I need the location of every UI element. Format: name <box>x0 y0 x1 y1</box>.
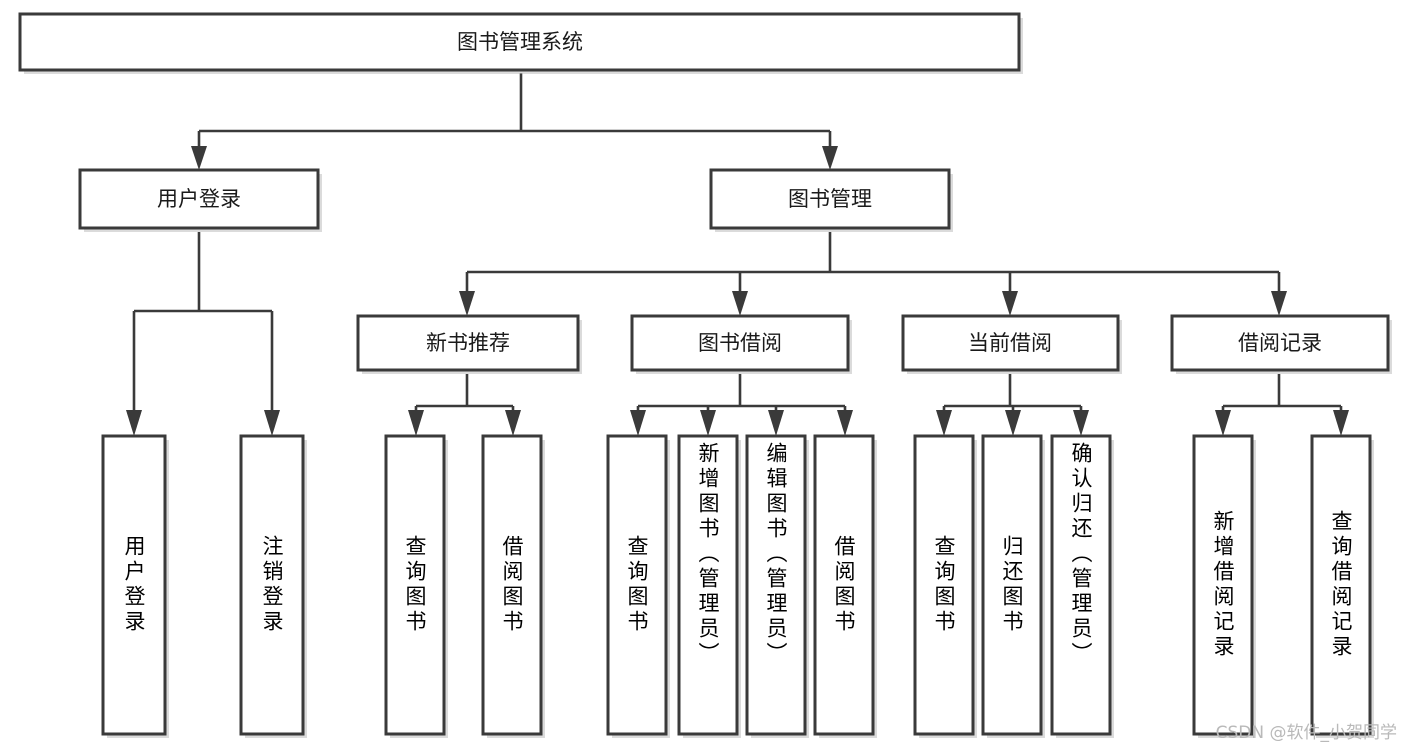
node-leaf-query-book-3[interactable] <box>913 434 977 738</box>
arrow-head-book-borrow <box>732 291 748 316</box>
node-current-borrow-label: 当前借阅 <box>968 331 1052 355</box>
node-leaf-query-book-1-box[interactable] <box>384 434 446 736</box>
node-leaf-borrow-book-1[interactable] <box>481 434 545 738</box>
node-leaf-query-book-2[interactable] <box>606 434 670 738</box>
arrow-head-leaf-add-book <box>700 410 716 436</box>
node-root[interactable]: 图书管理系统 <box>18 12 1023 74</box>
arrow-head-leaf-user-login <box>126 410 142 436</box>
node-new-book-rec-box[interactable] <box>356 314 580 372</box>
arrow-head-leaf-borrow-book-2 <box>837 410 853 436</box>
node-book-manage-box[interactable] <box>709 168 951 230</box>
node-leaf-add-book[interactable] <box>677 434 741 738</box>
node-leaf-query-record-label: 查询借阅记录 <box>1329 510 1353 660</box>
leaf-label-layer: 用户登录 注销登录 查询图书 借阅图书 查询图书 <box>122 442 1353 667</box>
node-leaf-return-book[interactable] <box>981 434 1045 738</box>
arrow-head-leaf-edit-book <box>768 410 784 436</box>
node-root-box[interactable] <box>18 12 1021 72</box>
node-new-book-rec-label: 新书推荐 <box>426 331 510 355</box>
node-leaf-add-record[interactable] <box>1192 434 1256 738</box>
node-leaf-user-login-box[interactable] <box>101 434 167 736</box>
node-book-manage-label: 图书管理 <box>788 187 872 211</box>
arrow-head-leaf-return-book <box>1005 410 1021 436</box>
node-leaf-borrow-book-2-label: 借阅图书 <box>832 535 856 635</box>
node-leaf-add-book-box[interactable] <box>677 434 739 736</box>
node-leaf-logout-box[interactable] <box>239 434 305 736</box>
node-leaf-confirm-return-box[interactable] <box>1050 434 1112 736</box>
arrow-head-leaf-query-book-2 <box>630 410 646 436</box>
node-leaf-logout[interactable] <box>239 434 307 738</box>
node-leaf-edit-book[interactable] <box>745 434 809 738</box>
arrow-head-current-borrow <box>1002 291 1018 316</box>
node-leaf-query-book-2-box[interactable] <box>606 434 668 736</box>
node-leaf-query-book-1-label: 查询图书 <box>403 535 427 635</box>
node-leaf-query-record-box[interactable] <box>1310 434 1372 736</box>
node-book-borrow[interactable]: 图书借阅 <box>630 314 852 374</box>
node-book-borrow-box[interactable] <box>630 314 850 372</box>
node-current-borrow-box[interactable] <box>901 314 1120 372</box>
node-new-book-rec[interactable]: 新书推荐 <box>356 314 582 374</box>
node-leaf-query-record[interactable] <box>1310 434 1374 738</box>
arrow-head-leaf-query-book-1 <box>408 410 424 436</box>
node-borrow-record[interactable]: 借阅记录 <box>1170 314 1392 374</box>
arrow-head-leaf-query-book-3 <box>936 410 952 436</box>
arrow-head-leaf-add-record <box>1215 410 1231 436</box>
node-borrow-record-box[interactable] <box>1170 314 1390 372</box>
node-leaf-add-book-label: 新增图书（管理员） <box>696 442 720 667</box>
node-leaf-logout-label: 注销登录 <box>260 535 284 635</box>
node-leaf-user-login[interactable] <box>101 434 169 738</box>
node-leaf-return-book-box[interactable] <box>981 434 1043 736</box>
arrow-head-leaf-query-record <box>1333 410 1349 436</box>
connector-layer <box>126 73 1349 436</box>
node-user-login-label: 用户登录 <box>157 187 241 211</box>
node-leaf-borrow-book-1-box[interactable] <box>481 434 543 736</box>
node-leaf-borrow-book-1-label: 借阅图书 <box>500 535 524 635</box>
node-leaf-edit-book-label: 编辑图书（管理员） <box>764 442 788 667</box>
node-current-borrow[interactable]: 当前借阅 <box>901 314 1122 374</box>
node-book-borrow-label: 图书借阅 <box>698 331 782 355</box>
node-leaf-confirm-return[interactable] <box>1050 434 1114 738</box>
node-layer: 图书管理系统 用户登录 图书管理 新书推荐 <box>18 12 1392 738</box>
arrow-head-leaf-borrow-book-1 <box>505 410 521 436</box>
node-leaf-borrow-book-2[interactable] <box>813 434 877 738</box>
node-leaf-add-record-box[interactable] <box>1192 434 1254 736</box>
csdn-watermark: CSDN @软件_小贺同学 <box>1215 723 1397 743</box>
arrow-head-leaf-confirm-return <box>1073 410 1089 436</box>
arrow-head-book-manage <box>822 146 838 170</box>
node-leaf-borrow-book-2-box[interactable] <box>813 434 875 736</box>
node-user-login-box[interactable] <box>78 168 320 230</box>
node-root-label: 图书管理系统 <box>457 30 583 54</box>
node-leaf-query-book-3-label: 查询图书 <box>932 535 956 635</box>
node-leaf-query-book-1[interactable] <box>384 434 448 738</box>
node-leaf-confirm-return-label: 确认归还（管理员） <box>1069 442 1093 667</box>
arrow-head-borrow-record <box>1271 291 1287 316</box>
arrow-head-user-login <box>191 146 207 170</box>
node-book-manage[interactable]: 图书管理 <box>709 168 953 232</box>
node-user-login[interactable]: 用户登录 <box>78 168 322 232</box>
node-leaf-return-book-label: 归还图书 <box>1000 535 1024 635</box>
node-leaf-query-book-2-label: 查询图书 <box>625 535 649 635</box>
node-leaf-query-book-3-box[interactable] <box>913 434 975 736</box>
node-leaf-edit-book-box[interactable] <box>745 434 807 736</box>
node-borrow-record-label: 借阅记录 <box>1238 331 1322 355</box>
node-leaf-add-record-label: 新增借阅记录 <box>1211 510 1235 660</box>
arrow-head-new-book-rec <box>459 291 475 316</box>
node-leaf-user-login-label: 用户登录 <box>122 535 146 635</box>
arrow-head-leaf-logout <box>264 410 280 436</box>
